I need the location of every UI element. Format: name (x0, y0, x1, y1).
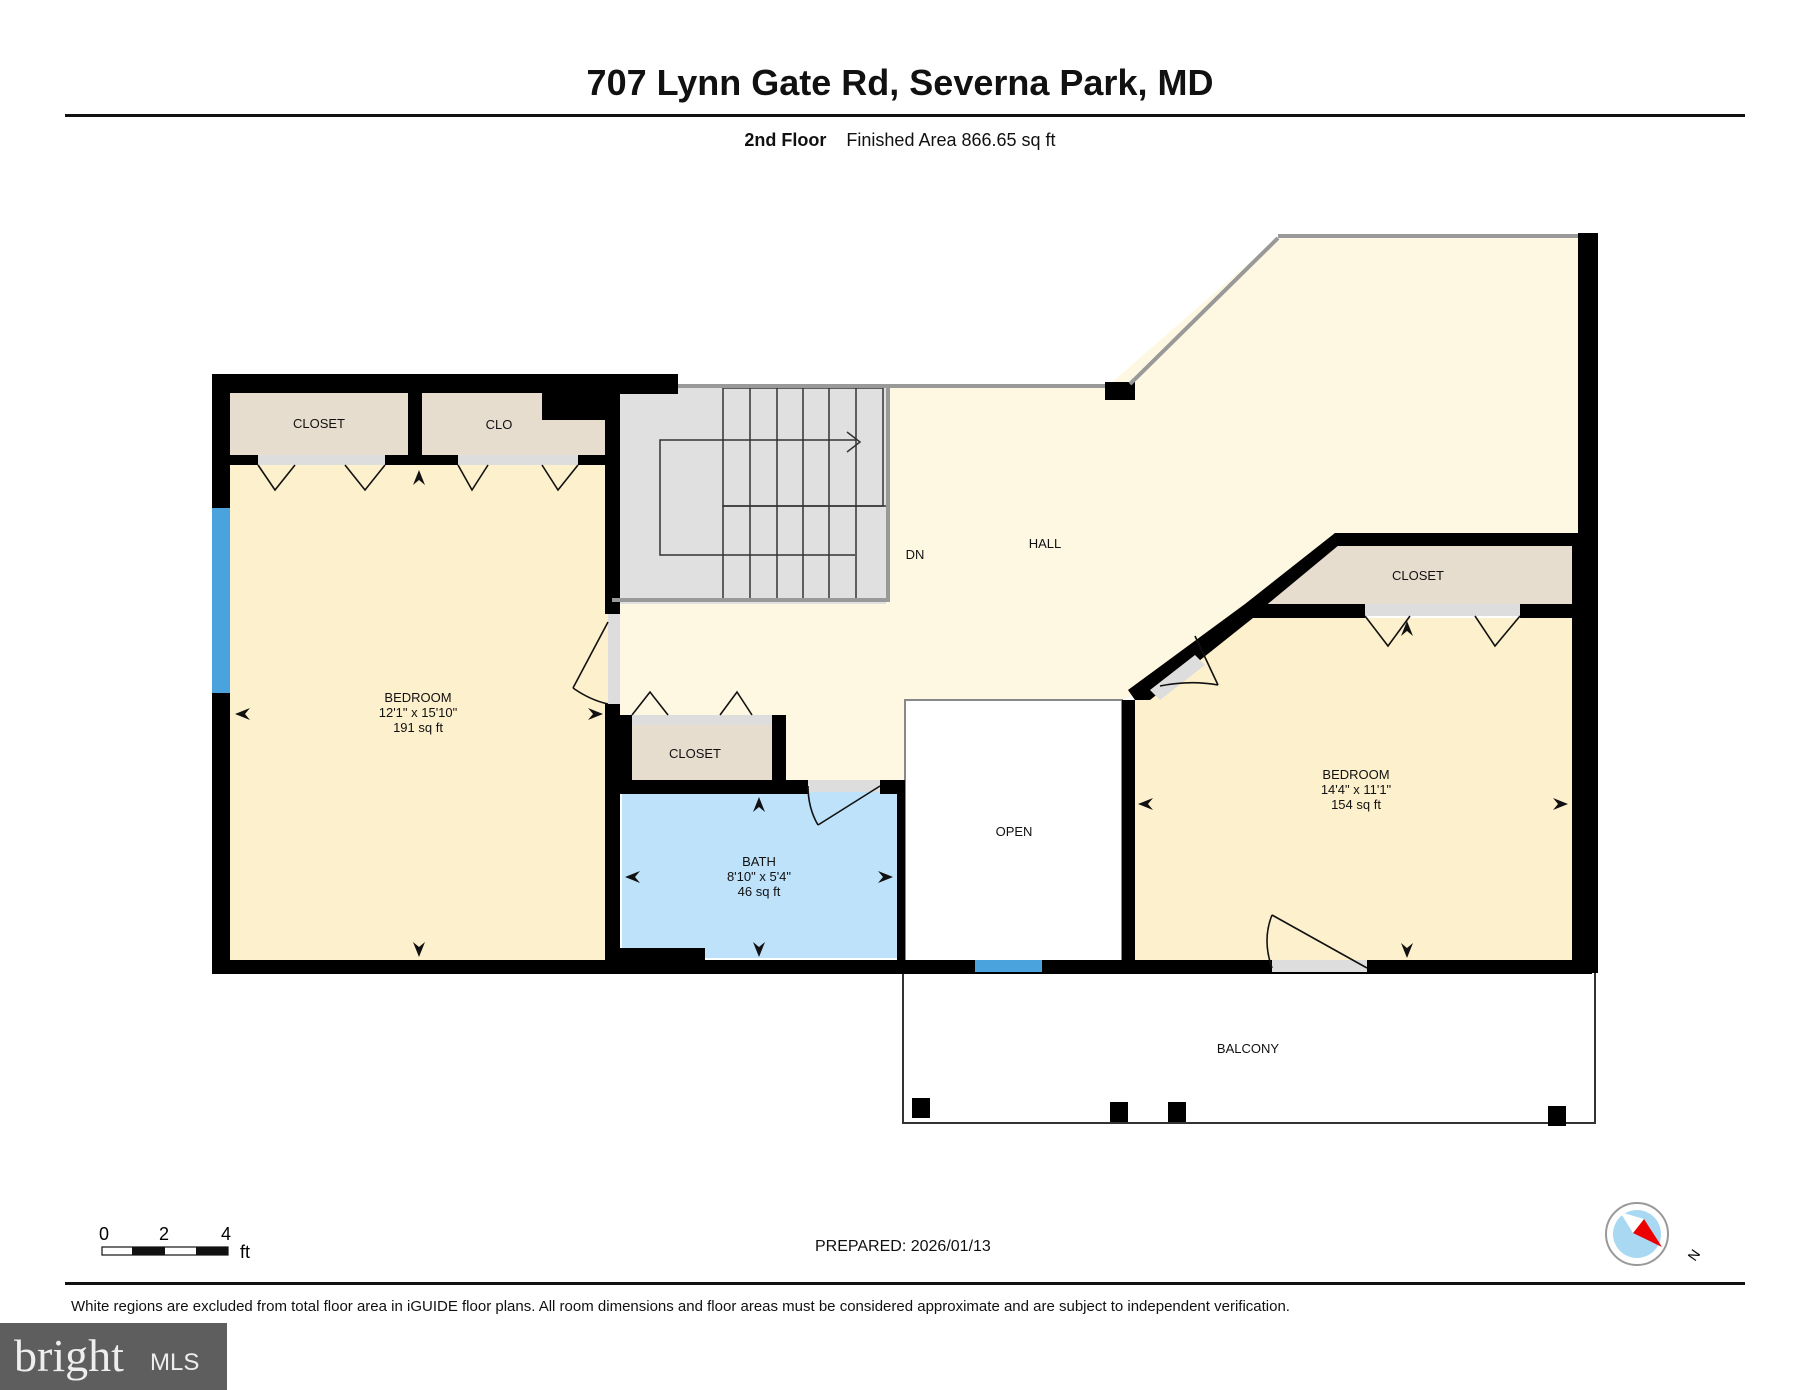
closet-3-label: CLOSET (669, 746, 721, 761)
closet-4-area (1258, 546, 1572, 604)
floor-name: 2nd Floor (744, 130, 827, 150)
hall-label: HALL (1029, 536, 1062, 551)
bedroom-1-dims: 12'1" x 15'10" (379, 705, 458, 720)
bedroom-2-name: BEDROOM (1322, 767, 1389, 782)
floor-subtitle: 2nd Floor Finished Area 866.65 sq ft (0, 130, 1800, 151)
window-open (975, 960, 1042, 972)
bath-area-label: 46 sq ft (738, 884, 781, 899)
scale-tick-2: 2 (159, 1224, 169, 1244)
property-address-title: 707 Lynn Gate Rd, Severna Park, MD (586, 62, 1214, 103)
bath-dims: 8'10" x 5'4" (727, 869, 791, 884)
closet-3-area (622, 725, 772, 780)
stairs-down-label: DN (906, 547, 925, 562)
header-divider (65, 114, 1745, 117)
closet-4-label: CLOSET (1392, 568, 1444, 583)
logo-suffix: MLS (150, 1349, 200, 1376)
closet-2-area (422, 393, 605, 455)
bedroom-2-dims: 14'4" x 11'1" (1321, 782, 1392, 797)
dimension-arrows (235, 470, 1568, 958)
bath-name: BATH (742, 854, 776, 869)
railings (612, 234, 1578, 602)
bedroom-1-area (230, 465, 608, 963)
bright-mls-logo: bright MLS (0, 1323, 227, 1390)
disclaimer-text: White regions are excluded from total fl… (71, 1298, 1290, 1315)
scale-unit: ft (240, 1242, 250, 1262)
footer-divider (65, 1282, 1745, 1285)
prepared-date: PREPARED: 2026/01/13 (815, 1238, 991, 1255)
closet-1-label: CLOSET (293, 416, 345, 431)
bath-area (622, 790, 897, 958)
hall-area (612, 236, 1578, 790)
scale-tick-4: 4 (221, 1224, 231, 1244)
balcony-label: BALCONY (1217, 1041, 1279, 1056)
balcony-posts (912, 1098, 1566, 1126)
door-swings (257, 464, 1521, 969)
walls (212, 233, 1598, 974)
bedroom-1-area-label: 191 sq ft (393, 720, 443, 735)
door-openings (258, 455, 1520, 972)
bedroom-1-name: BEDROOM (384, 690, 451, 705)
bedroom-2-area-label: 154 sq ft (1331, 797, 1381, 812)
logo-brand: bright (14, 1330, 124, 1381)
compass-icon (1605, 1202, 1669, 1266)
compass-north-label: N (1684, 1246, 1703, 1263)
window-bedroom-1 (212, 508, 230, 693)
open-label: OPEN (996, 824, 1033, 839)
stairs-area (618, 384, 886, 604)
open-area (904, 699, 1123, 963)
scale-tick-0: 0 (99, 1224, 109, 1244)
finished-area: Finished Area 866.65 sq ft (846, 130, 1056, 150)
balcony-area (902, 969, 1596, 1124)
closet-1-area (230, 393, 408, 455)
closet-2-label: CLO (486, 417, 513, 432)
scale-bar (101, 1246, 229, 1256)
bedroom-2-area (1135, 618, 1572, 962)
